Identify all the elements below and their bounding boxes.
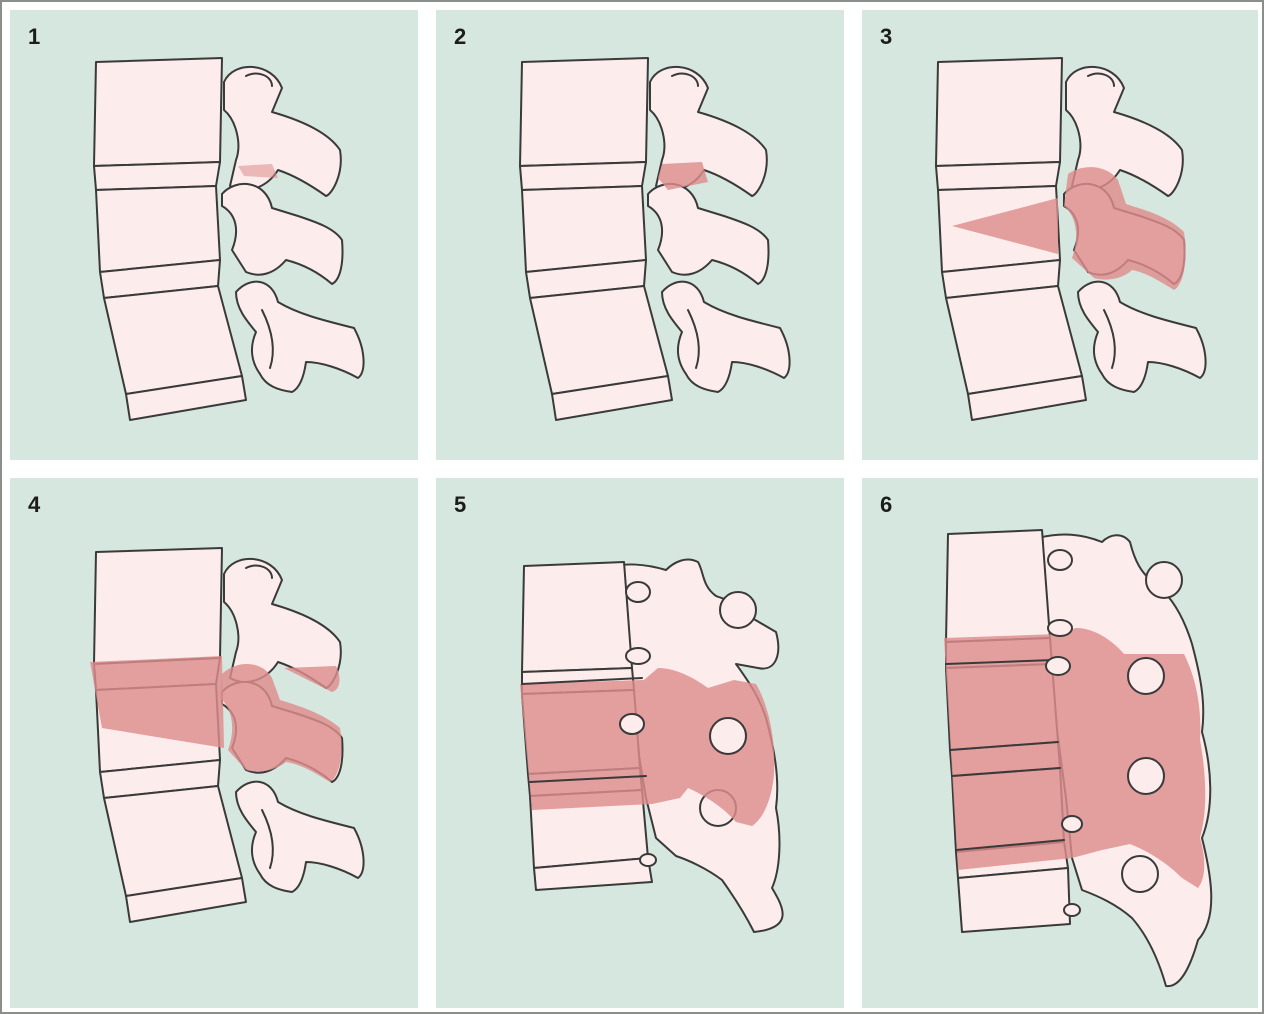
panel-number: 1 — [28, 24, 40, 50]
panel-3: 3 — [862, 10, 1258, 460]
spine-illustration-1 — [10, 10, 418, 460]
vertebral-body-lower — [104, 286, 242, 394]
injury-highlight-1 — [238, 164, 278, 178]
vertebral-body-middle — [96, 186, 220, 272]
facet-ring-top-6 — [1146, 562, 1182, 598]
panel-number: 2 — [454, 24, 466, 50]
facet-ring-3-6 — [1128, 758, 1164, 794]
injury-highlight-2 — [658, 162, 708, 190]
panel-number: 5 — [454, 492, 466, 518]
spine-illustration-6 — [862, 478, 1258, 1008]
spine-illustration-4 — [10, 478, 418, 1008]
facet-ring-4-6 — [1122, 856, 1158, 892]
spine-illustration-3 — [862, 10, 1258, 460]
posterior-element-lower — [236, 282, 364, 392]
vertebral-body-top-5 — [522, 562, 632, 672]
facet-ring-2-6 — [1128, 658, 1164, 694]
panel-4: 4 — [10, 478, 418, 1008]
injury-spinous-4 — [284, 666, 339, 692]
panel-6: 6 — [862, 478, 1258, 1008]
panel-number: 6 — [880, 492, 892, 518]
panel-5: 5 — [436, 478, 844, 1008]
facet-ring-top-5 — [720, 592, 756, 628]
panel-2: 2 — [436, 10, 844, 460]
panel-number: 4 — [28, 492, 40, 518]
vertebral-body-upper — [94, 58, 222, 166]
panel-1: 1 — [10, 10, 418, 460]
injury-multilevel-6 — [944, 628, 1205, 888]
posterior-element-middle — [222, 184, 343, 284]
spine-illustration-2 — [436, 10, 844, 460]
panel-number: 3 — [880, 24, 892, 50]
posterior-element-upper — [224, 67, 341, 196]
spine-illustration-5 — [436, 478, 844, 1008]
